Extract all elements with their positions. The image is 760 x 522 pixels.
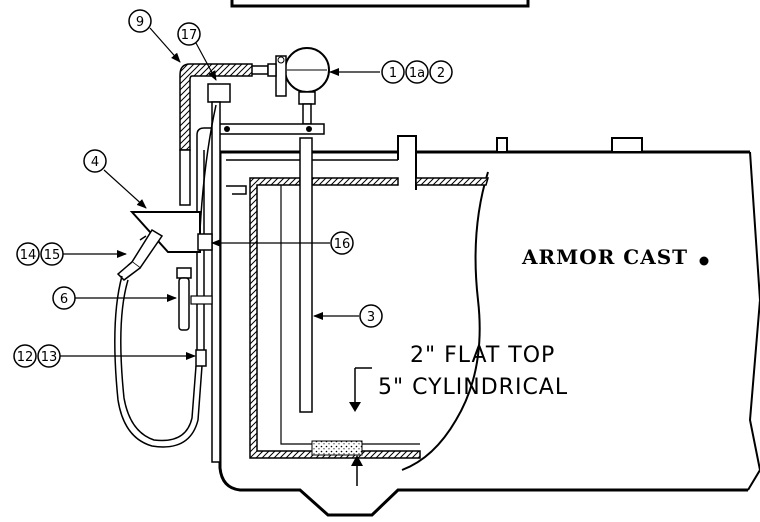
fuel-nozzle bbox=[116, 228, 164, 281]
svg-text:1: 1 bbox=[389, 66, 397, 81]
callout-4: 4 bbox=[83, 149, 147, 209]
filter-assembly bbox=[176, 267, 213, 331]
notes: 2" FLAT TOP 5" CYLINDRICAL bbox=[349, 343, 568, 486]
tank-neck bbox=[397, 135, 417, 190]
note-flat-top: 2" FLAT TOP bbox=[410, 343, 555, 368]
brand-name: ARMOR CAST bbox=[521, 245, 688, 269]
hose-fitting bbox=[195, 349, 207, 367]
svg-text:12: 12 bbox=[17, 350, 34, 365]
registered-mark bbox=[699, 256, 709, 266]
break-line bbox=[401, 171, 489, 471]
svg-text:9: 9 bbox=[136, 15, 144, 30]
top-bump-2 bbox=[611, 137, 643, 153]
svg-text:16: 16 bbox=[334, 237, 351, 252]
sediment-pad bbox=[311, 440, 363, 456]
fuel-hose bbox=[114, 275, 207, 448]
svg-text:6: 6 bbox=[60, 292, 68, 307]
callout-1-1a-2: 1 1a 2 bbox=[329, 60, 453, 84]
top-bump-1 bbox=[496, 137, 508, 153]
callout-6: 6 bbox=[52, 286, 177, 310]
callouts: 9 17 1 1a 2 4 14 15 bbox=[13, 9, 453, 368]
note-cylindrical: 5" CYLINDRICAL bbox=[378, 375, 568, 400]
svg-text:1a: 1a bbox=[409, 66, 425, 81]
svg-text:3: 3 bbox=[367, 310, 375, 325]
vent-hose bbox=[179, 63, 253, 206]
svg-text:14: 14 bbox=[20, 248, 37, 263]
gauge-probe bbox=[299, 137, 313, 413]
callout-17: 17 bbox=[177, 22, 217, 81]
tank-body bbox=[218, 135, 760, 517]
svg-text:17: 17 bbox=[181, 28, 198, 43]
dimension-leader bbox=[354, 367, 372, 402]
callout-3: 3 bbox=[313, 304, 383, 328]
svg-text:4: 4 bbox=[91, 155, 99, 170]
filler-tube bbox=[196, 83, 231, 463]
tank-wall-section bbox=[226, 177, 489, 459]
callout-9: 9 bbox=[128, 9, 181, 63]
svg-text:15: 15 bbox=[44, 248, 61, 263]
callout-16: 16 bbox=[211, 231, 354, 255]
brand-logo: ARMOR CAST bbox=[521, 245, 709, 269]
callout-14-15: 14 15 bbox=[16, 242, 127, 266]
svg-text:2: 2 bbox=[437, 66, 445, 81]
callout-12-13: 12 13 bbox=[13, 344, 196, 368]
svg-text:13: 13 bbox=[41, 350, 58, 365]
title-box-border bbox=[230, 0, 530, 8]
